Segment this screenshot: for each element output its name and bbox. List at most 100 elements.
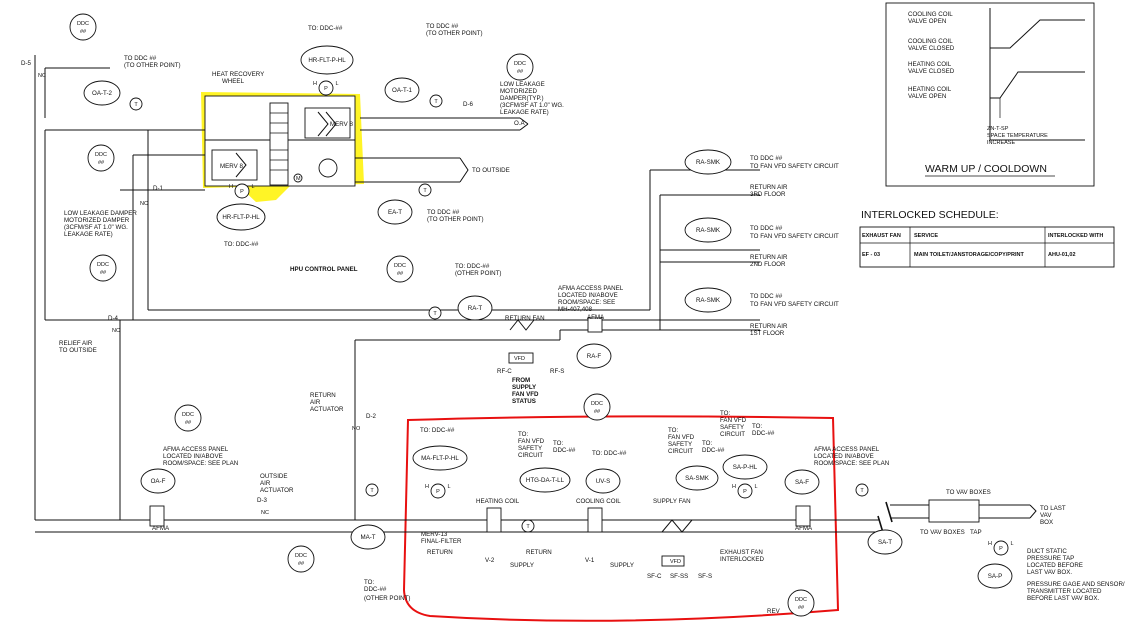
to-last-vav: BOX (1040, 519, 1053, 526)
hr-flt-top-sensor (300, 45, 354, 75)
afma-panel-right: ROOM/SPACE: SEE PLAN (814, 460, 889, 467)
oa-label: O.A (514, 120, 526, 127)
sap-gauge-h: H (988, 541, 992, 547)
warmup-heating-open: VALVE OPEN (908, 93, 946, 100)
ddc-return-fan-label: DDC (591, 401, 603, 407)
afma-panel-top: MH-407,408 (558, 306, 593, 313)
warmup-cooling-closed: VALVE CLOSED (908, 45, 955, 52)
afma-top-symbol (587, 317, 603, 333)
d2-no: NO (352, 426, 361, 432)
rasmk-1-sensor-label: RA-SMK (696, 297, 721, 304)
mat-to-ddc: TO: (364, 579, 374, 586)
rat-sensor (457, 295, 493, 321)
ddc-hpu-label: DDC (394, 263, 406, 269)
supply-right: SUPPLY (610, 562, 634, 569)
low-leak-damper-a: LEAKAGE RATE) (500, 109, 549, 116)
sasmk-to-ddc: DDC-## (702, 447, 725, 454)
schedule-header: EXHAUST FAN (862, 233, 901, 239)
low-leak-damper-b: (3CFM/SF AT 1.0" WG. (64, 224, 128, 231)
low-leak-damper-a: (3CFM/SF AT 1.0" WG. (500, 102, 564, 109)
raf-sensor (576, 343, 612, 369)
warmup-axis-note: SPACE TEMPERATURE (987, 133, 1048, 139)
cooling-coil-label: COOLING COIL (576, 498, 621, 505)
saphl-fan-vfd: SAFETY (720, 424, 744, 431)
to-last-vav: TO LAST (1040, 505, 1066, 512)
ddc-oa-fan-label: DDC (182, 412, 194, 418)
low-leak-damper-a: DAMPER(TYP.) (500, 95, 544, 102)
sat-sensor-label: SA-T (878, 539, 892, 546)
htg-to-ddc: DDC-## (553, 447, 576, 454)
ddc-supply-fan-label: DDC (795, 597, 807, 603)
htg-fan-vfd: SAFETY (518, 445, 542, 452)
mat-sensor-label: MA-T (360, 534, 375, 541)
rasmk-2-sensor (684, 217, 732, 243)
t-oat1 (429, 94, 443, 108)
return-air-2: RETURN AIR (750, 254, 788, 261)
ddc-top-damper (506, 53, 534, 81)
d3-nc: NC (261, 510, 269, 516)
ddc-oa-fan (174, 404, 202, 432)
hr-bottom-gauge-l: L (251, 184, 254, 190)
d4-nc: NC (112, 328, 120, 334)
vav-boxes-top: TO VAV BOXES (946, 489, 991, 496)
sasmk-fan-vfd: FAN VFD (668, 434, 695, 441)
return-fan-symbol (509, 319, 535, 331)
saphl-gauge (737, 483, 753, 499)
redline-markup (402, 415, 840, 622)
schedule-header: INTERLOCKED WITH (1048, 233, 1103, 239)
heat-recovery-label-1: HEAT RECOVERY (212, 71, 264, 78)
sasmk-sensor (675, 465, 719, 491)
sap-gauge (993, 540, 1009, 556)
supply-vfd-box (661, 555, 685, 567)
saphl-sensor (722, 454, 768, 480)
t-sat (855, 483, 869, 497)
warmup-cooling-closed: COOLING COIL (908, 38, 953, 45)
hpu-panel-label: HPU CONTROL PANEL (290, 266, 358, 273)
exhaust-fan-interlocked: INTERLOCKED (720, 556, 765, 563)
from-supply-label: FAN VFD (512, 391, 539, 398)
sfc-label: SF-C (647, 573, 662, 580)
rasmk1-to-ddc: TO DDC ## (750, 293, 783, 300)
saphl-fan-vfd: FAN VFD (720, 417, 747, 424)
ddc-top-left-label: DDC (77, 21, 89, 27)
rasmk1-vfd: TO FAN VFD SAFETY CIRCUIT (750, 301, 839, 308)
from-supply-label: SUPPLY (512, 384, 537, 391)
low-leak-damper-b: LOW LEAKAGE DAMPER (64, 210, 137, 217)
warmup-title: WARM UP / COOLDOWN (925, 163, 1047, 175)
cooling-curve (990, 19, 1085, 49)
vav-boxes-bottom: TO VAV BOXES (920, 529, 965, 536)
sap-gauge-p: P (999, 546, 1003, 552)
saf-sensor-label: SA-F (795, 479, 809, 486)
schedule-title: INTERLOCKED SCHEDULE: (861, 209, 999, 221)
sfss-label: SF-SS (670, 573, 688, 580)
sap-gauge-l: L (1010, 541, 1013, 547)
oat1-sensor-label: OA-T-1 (392, 87, 412, 94)
from-supply-label: FROM (512, 377, 530, 384)
ddc-hpu (386, 255, 414, 283)
t-oat2-glyph: T (134, 102, 138, 108)
warmup-axis-note: INCREASE (987, 140, 1015, 146)
low-leak-damper-b: LEAKAGE RATE) (64, 231, 113, 238)
uvs-to-ddc: TO: DDC-## (592, 450, 627, 457)
t-sat-glyph: T (860, 488, 864, 494)
v2-label: V-2 (485, 557, 495, 564)
return-air-1: 1ST FLOOR (750, 330, 785, 337)
t-oat2 (129, 97, 143, 111)
htg-fan-vfd: TO: (518, 431, 528, 438)
saphl-fan-vfd: CIRCUIT (720, 431, 745, 438)
return-vfd-box (508, 352, 534, 364)
hr-top-to-ddc: TO: DDC-## (308, 25, 343, 32)
rfs-label: RF-S (550, 368, 564, 375)
sasmk-to-ddc: TO: (702, 440, 712, 447)
schedule-table (859, 226, 1115, 268)
oat2-sensor-label: OA-T-2 (92, 90, 112, 97)
ddc-relief (89, 254, 117, 282)
rasmk3-to-ddc: TO DDC ## (750, 155, 783, 162)
saphl-to-ddc: TO: (752, 423, 762, 430)
afma-panel-top: LOCATED IN/ABOVE (558, 292, 618, 299)
supply-fan-label: SUPPLY FAN (653, 498, 691, 505)
mat-sensor (350, 524, 386, 550)
afma-panel-top: ROOM/SPACE: SEE (558, 299, 615, 306)
rasmk-1-sensor (684, 287, 732, 313)
